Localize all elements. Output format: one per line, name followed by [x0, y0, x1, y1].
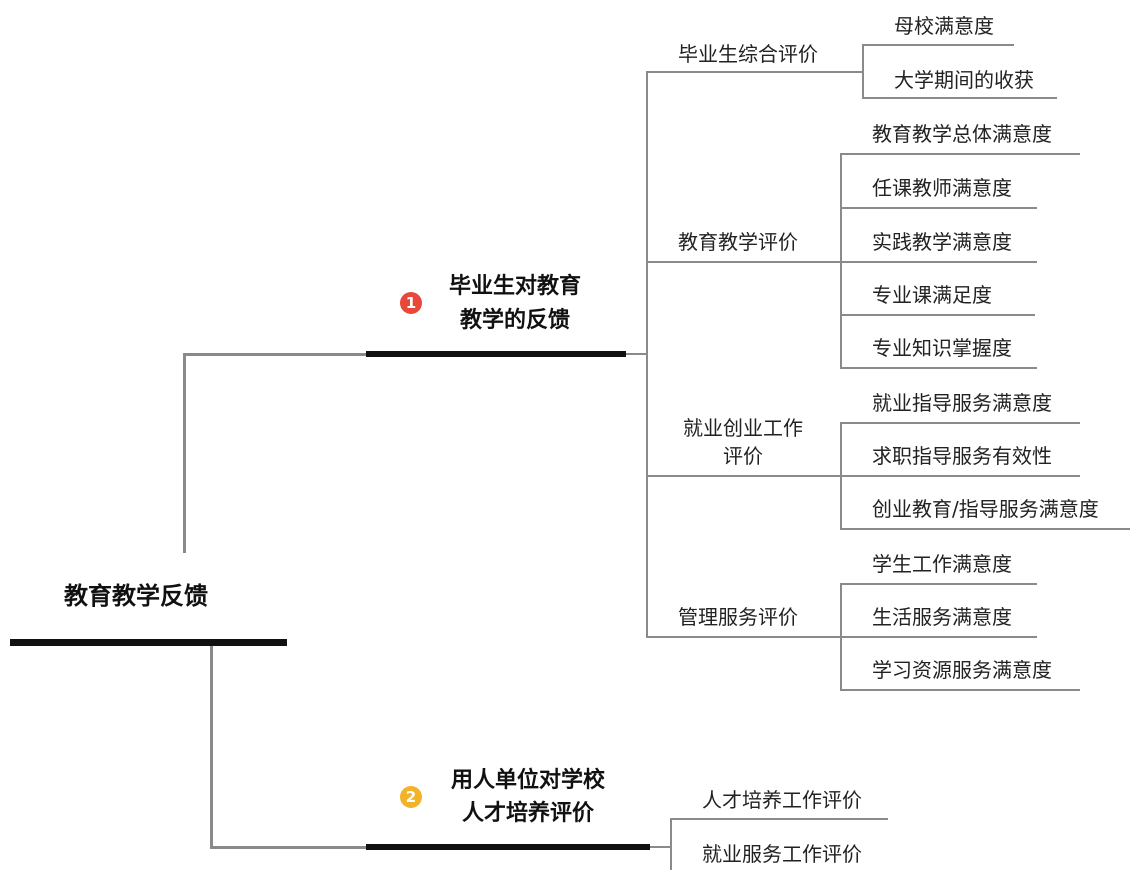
branch1-spine: [646, 71, 648, 638]
group4-item1-label: 学生工作满意度: [872, 552, 1012, 576]
group1-item1-underline: [862, 44, 1014, 46]
branch2-stub: [650, 846, 672, 848]
branch1-stub: [626, 353, 648, 355]
group3-item1-underline: [840, 422, 1080, 424]
branch1-title-line1: 毕业生对教育: [448, 274, 581, 299]
group2-item3-underline: [840, 261, 1037, 263]
branch2-item1-underline: [670, 818, 888, 820]
branch2-number-badge: 2: [400, 786, 422, 808]
group1-item1-label: 母校满意度: [894, 14, 994, 38]
connector-root-to-branch1: [183, 353, 186, 553]
group3-label-line2: 评价: [723, 444, 763, 468]
branch2-item1-label: 人才培养工作评价: [702, 788, 862, 812]
group2-item4-label: 专业课满足度: [872, 283, 992, 307]
root-underline: [10, 639, 287, 646]
group4-label: 管理服务评价: [678, 605, 798, 629]
connector-branch1-elbow: [183, 353, 366, 356]
group2-underline: [646, 261, 842, 263]
group2-item5-label: 专业知识掌握度: [872, 336, 1012, 360]
group1-label: 毕业生综合评价: [678, 42, 818, 66]
branch2-spine: [670, 818, 672, 870]
group3-item3-underline: [840, 528, 1130, 530]
root-label: 教育教学反馈: [64, 582, 208, 610]
group1-item2-underline: [862, 97, 1057, 99]
group1-spine: [862, 44, 864, 99]
group2-item4-underline: [840, 314, 1035, 316]
group3-underline: [646, 475, 842, 477]
group4-item3-underline: [840, 689, 1080, 691]
branch2-item2-label: 就业服务工作评价: [702, 842, 862, 866]
group4-item3-label: 学习资源服务满意度: [872, 658, 1052, 682]
branch2-title-line1: 用人单位对学校: [450, 768, 605, 793]
group4-underline: [646, 636, 842, 638]
branch1-number-badge: 1: [400, 292, 422, 314]
group2-item1-underline: [840, 153, 1080, 155]
branch2-title-line2: 人才培养评价: [461, 801, 594, 826]
group3-item3-label: 创业教育/指导服务满意度: [872, 497, 1099, 521]
group3-label-line1: 就业创业工作: [683, 416, 803, 440]
group1-item2-label: 大学期间的收获: [894, 68, 1034, 92]
group3-item2-label: 求职指导服务有效性: [872, 444, 1052, 468]
connector-root-to-branch2: [210, 646, 213, 849]
branch2-underline: [366, 844, 650, 850]
group2-item2-underline: [840, 207, 1037, 209]
group4-item1-underline: [840, 583, 1037, 585]
group2-item1-label: 教育教学总体满意度: [872, 122, 1052, 146]
group2-label: 教育教学评价: [678, 230, 798, 254]
branch1-title-line2: 教学的反馈: [459, 308, 570, 333]
group2-item5-underline: [840, 367, 1037, 369]
group3-item2-underline: [840, 475, 1080, 477]
branch1-underline: [366, 351, 626, 357]
group4-item2-label: 生活服务满意度: [872, 605, 1012, 629]
group1-underline: [646, 71, 864, 73]
group4-item2-underline: [840, 636, 1037, 638]
group2-item3-label: 实践教学满意度: [872, 230, 1012, 254]
group3-item1-label: 就业指导服务满意度: [872, 391, 1052, 415]
group2-item2-label: 任课教师满意度: [872, 176, 1012, 200]
connector-branch2-elbow: [210, 846, 366, 849]
